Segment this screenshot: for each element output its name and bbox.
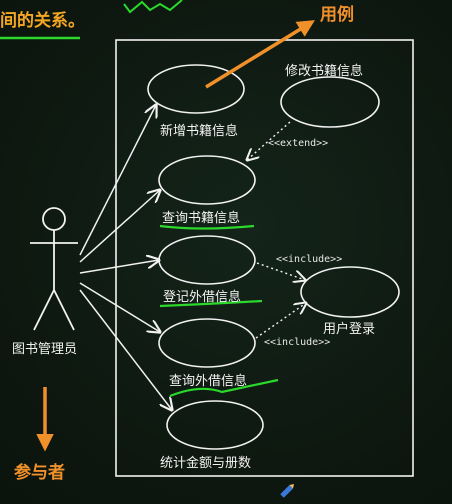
label-query-book: 查询书籍信息 (162, 211, 241, 226)
usecase-query-book (158, 155, 256, 205)
usecase-login (300, 266, 400, 318)
label-modify-book: 修改书籍信息 (285, 64, 364, 79)
assoc-stats (79, 289, 172, 410)
assoc-query-book (79, 190, 160, 263)
usecase-add-book (147, 64, 245, 114)
include-arrow-2 (255, 303, 306, 339)
label-stats: 统计金额与册数 (160, 456, 252, 471)
label-register-lend: 登记外借信息 (163, 290, 242, 305)
system-boundary (115, 39, 414, 477)
label-query-lend: 查询外借信息 (169, 374, 248, 389)
underline-register-lend (159, 299, 263, 308)
underline-query-book (159, 224, 255, 230)
usecase-stats (166, 400, 264, 450)
scribble-mark (123, 0, 183, 14)
label-login: 用户登录 (323, 322, 376, 337)
annotation-use-case: 用例 (320, 5, 354, 25)
actor-figure (30, 207, 78, 331)
usecase-pointer-arrow (205, 20, 315, 89)
usecase-modify-book (280, 76, 380, 128)
assoc-add-book (79, 105, 156, 256)
underline-query-lend (169, 378, 279, 398)
usecase-register-lend (158, 235, 256, 285)
assoc-register-lend (79, 260, 159, 274)
actor-name: 图书管理员 (12, 342, 78, 357)
stereotype-extend: <<extend>> (268, 138, 329, 149)
heading-partial-title: 间的关系。 (0, 11, 85, 31)
annotation-actor: 参与者 (14, 463, 65, 483)
pen-cursor-icon (280, 483, 295, 498)
label-add-book: 新增书籍信息 (160, 124, 239, 139)
assoc-query-lend (79, 282, 160, 332)
usecase-query-lend (158, 318, 256, 368)
include-arrow-1 (256, 262, 305, 280)
stereotype-include-2: <<include>> (264, 337, 331, 348)
stereotype-include-1: <<include>> (276, 254, 343, 265)
